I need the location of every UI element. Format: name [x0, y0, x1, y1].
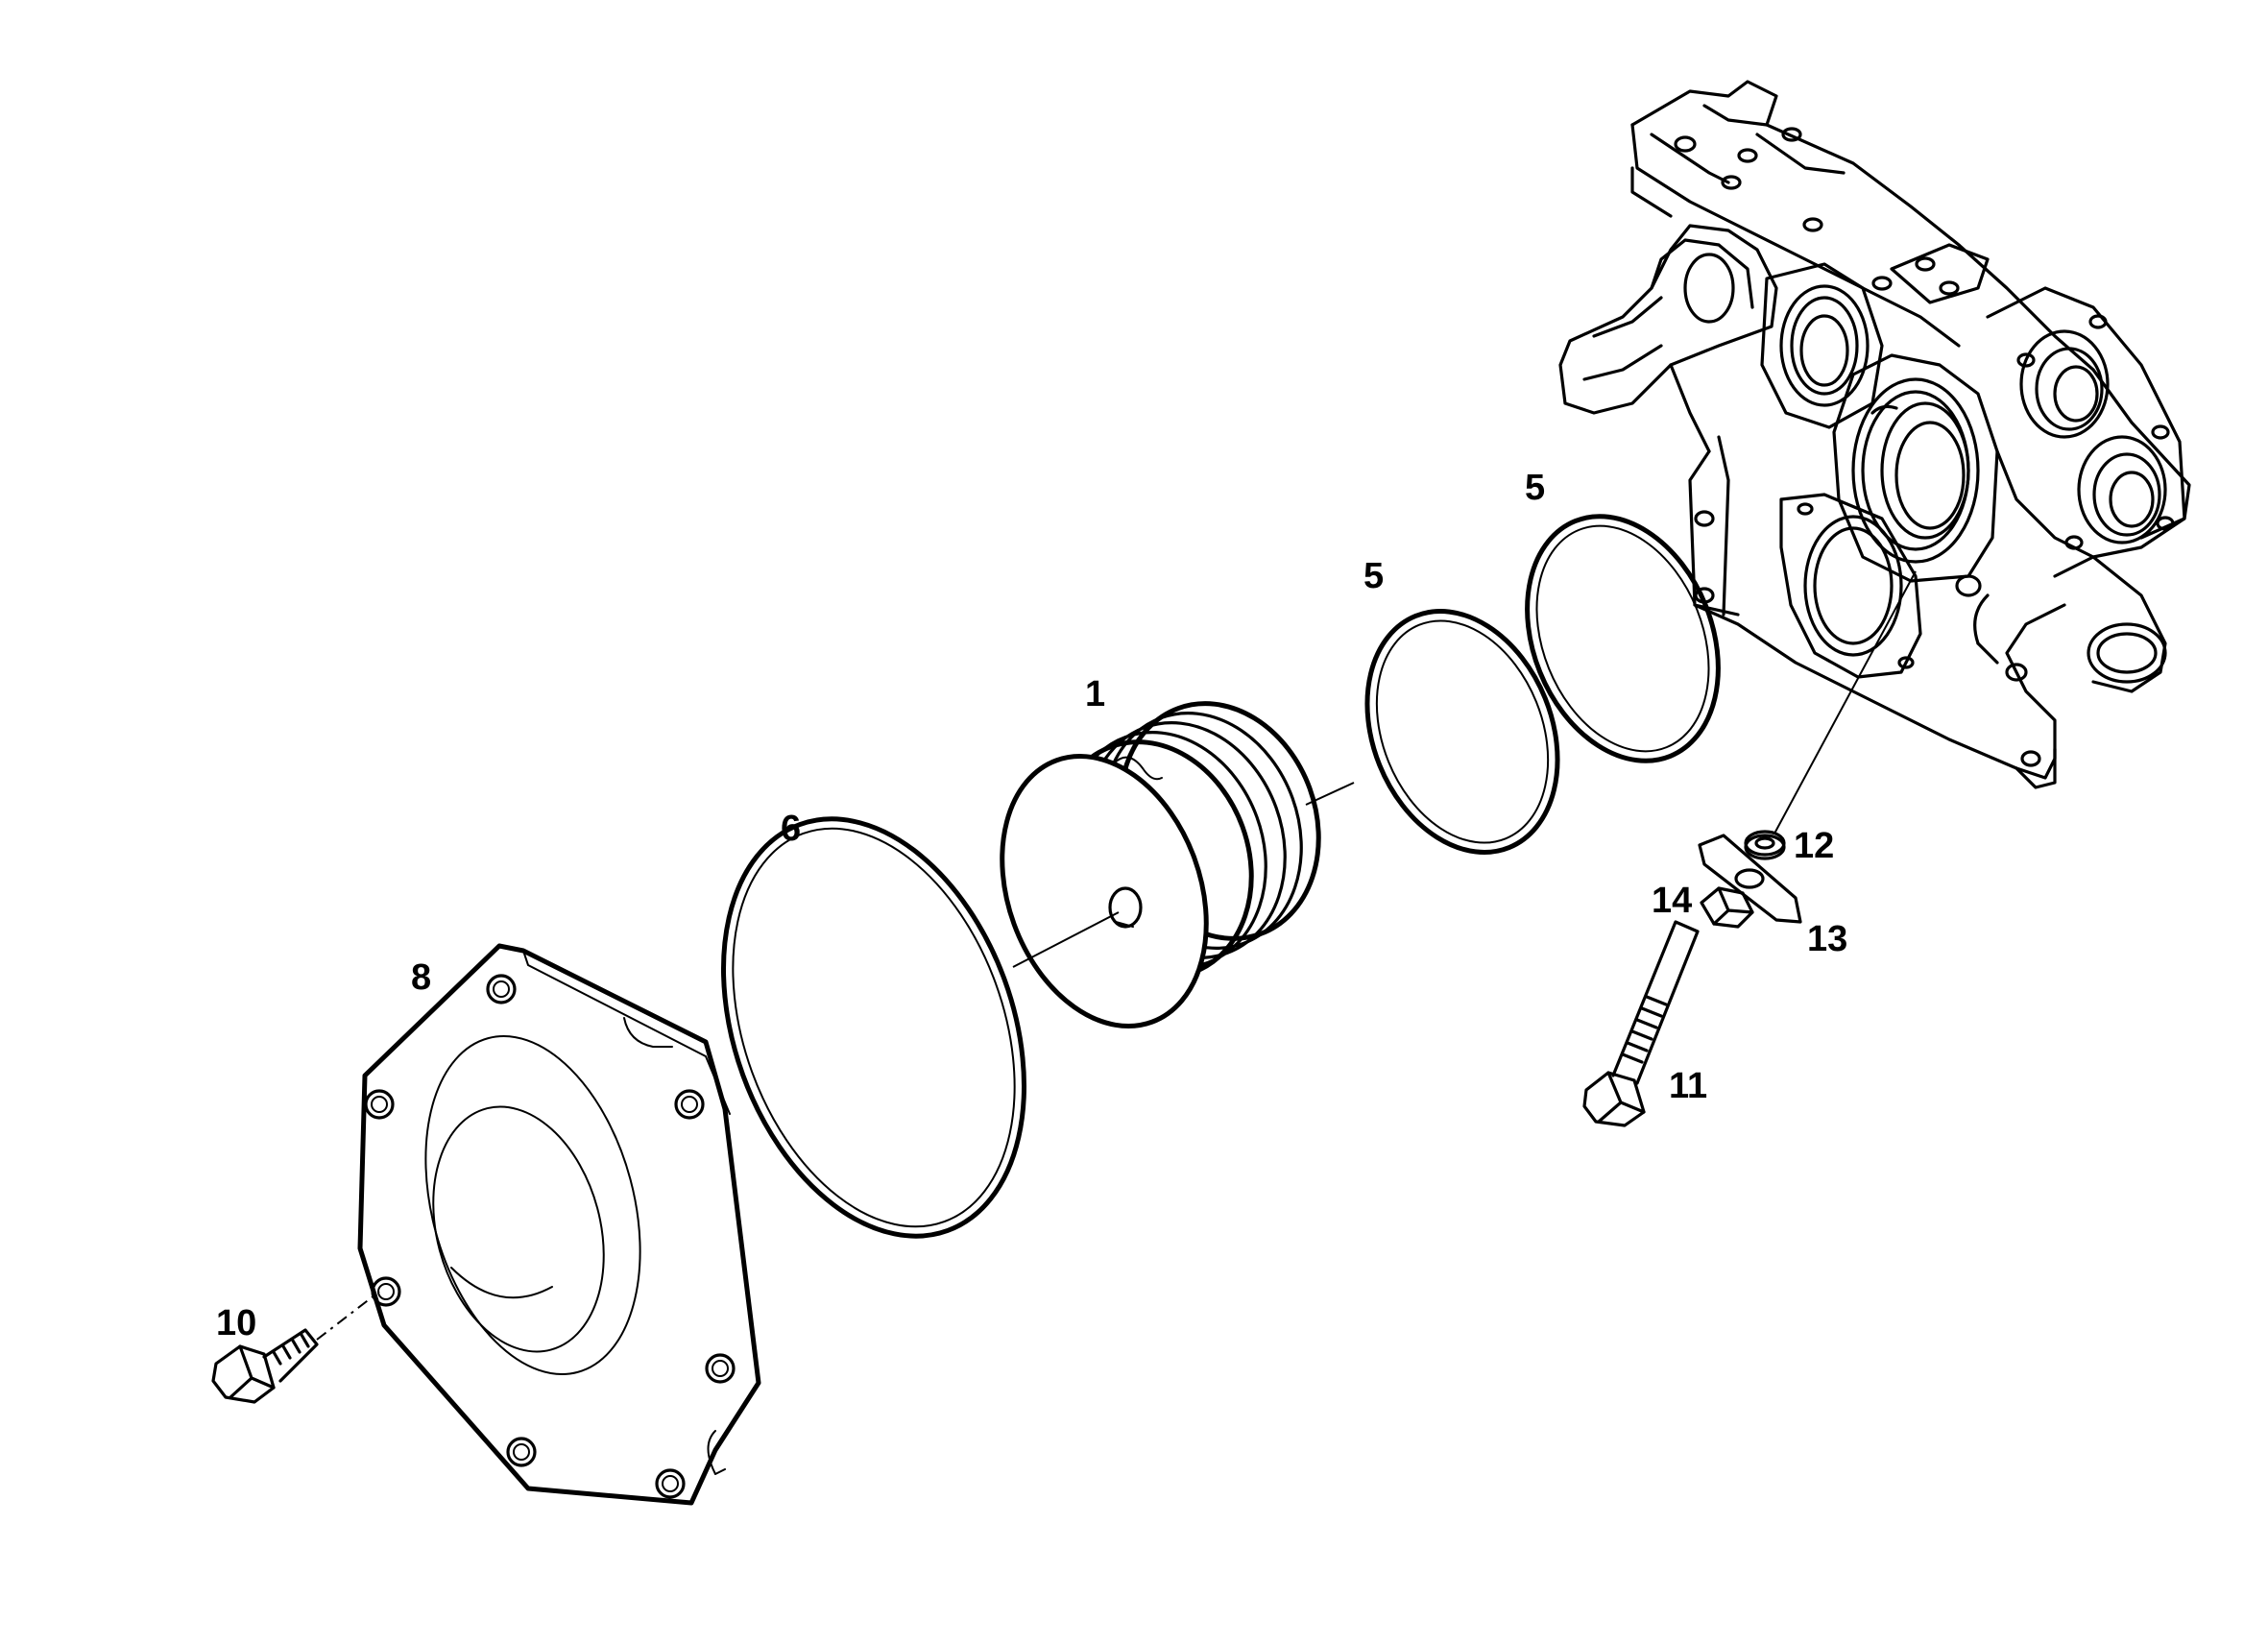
- callout-10: 10: [216, 1303, 256, 1343]
- o-ring-middle: [1364, 609, 1560, 855]
- callout-11: 11: [1669, 1066, 1707, 1106]
- hex-bolt-short: [211, 1328, 319, 1404]
- callout-8: 8: [411, 957, 431, 998]
- callout-14: 14: [1652, 881, 1692, 921]
- callout-13: 13: [1807, 919, 1847, 959]
- tab-washer: [1698, 834, 1802, 924]
- pump-housing-insert: [1000, 701, 1321, 1028]
- o-ring-right: [1525, 514, 1721, 763]
- callout-5-middle: 5: [1363, 556, 1384, 596]
- callout-1: 1: [1085, 674, 1105, 714]
- callout-6: 6: [781, 809, 801, 849]
- hex-nut: [1700, 886, 1754, 929]
- callout-5-right: 5: [1525, 468, 1545, 508]
- hex-bolt-long: [1582, 920, 1700, 1127]
- timing-case-housing: [1558, 80, 2191, 789]
- o-ring-large: [721, 816, 1026, 1239]
- cover-plate: [357, 943, 761, 1506]
- sealing-washer: [1744, 830, 1786, 860]
- callout-12: 12: [1794, 826, 1834, 866]
